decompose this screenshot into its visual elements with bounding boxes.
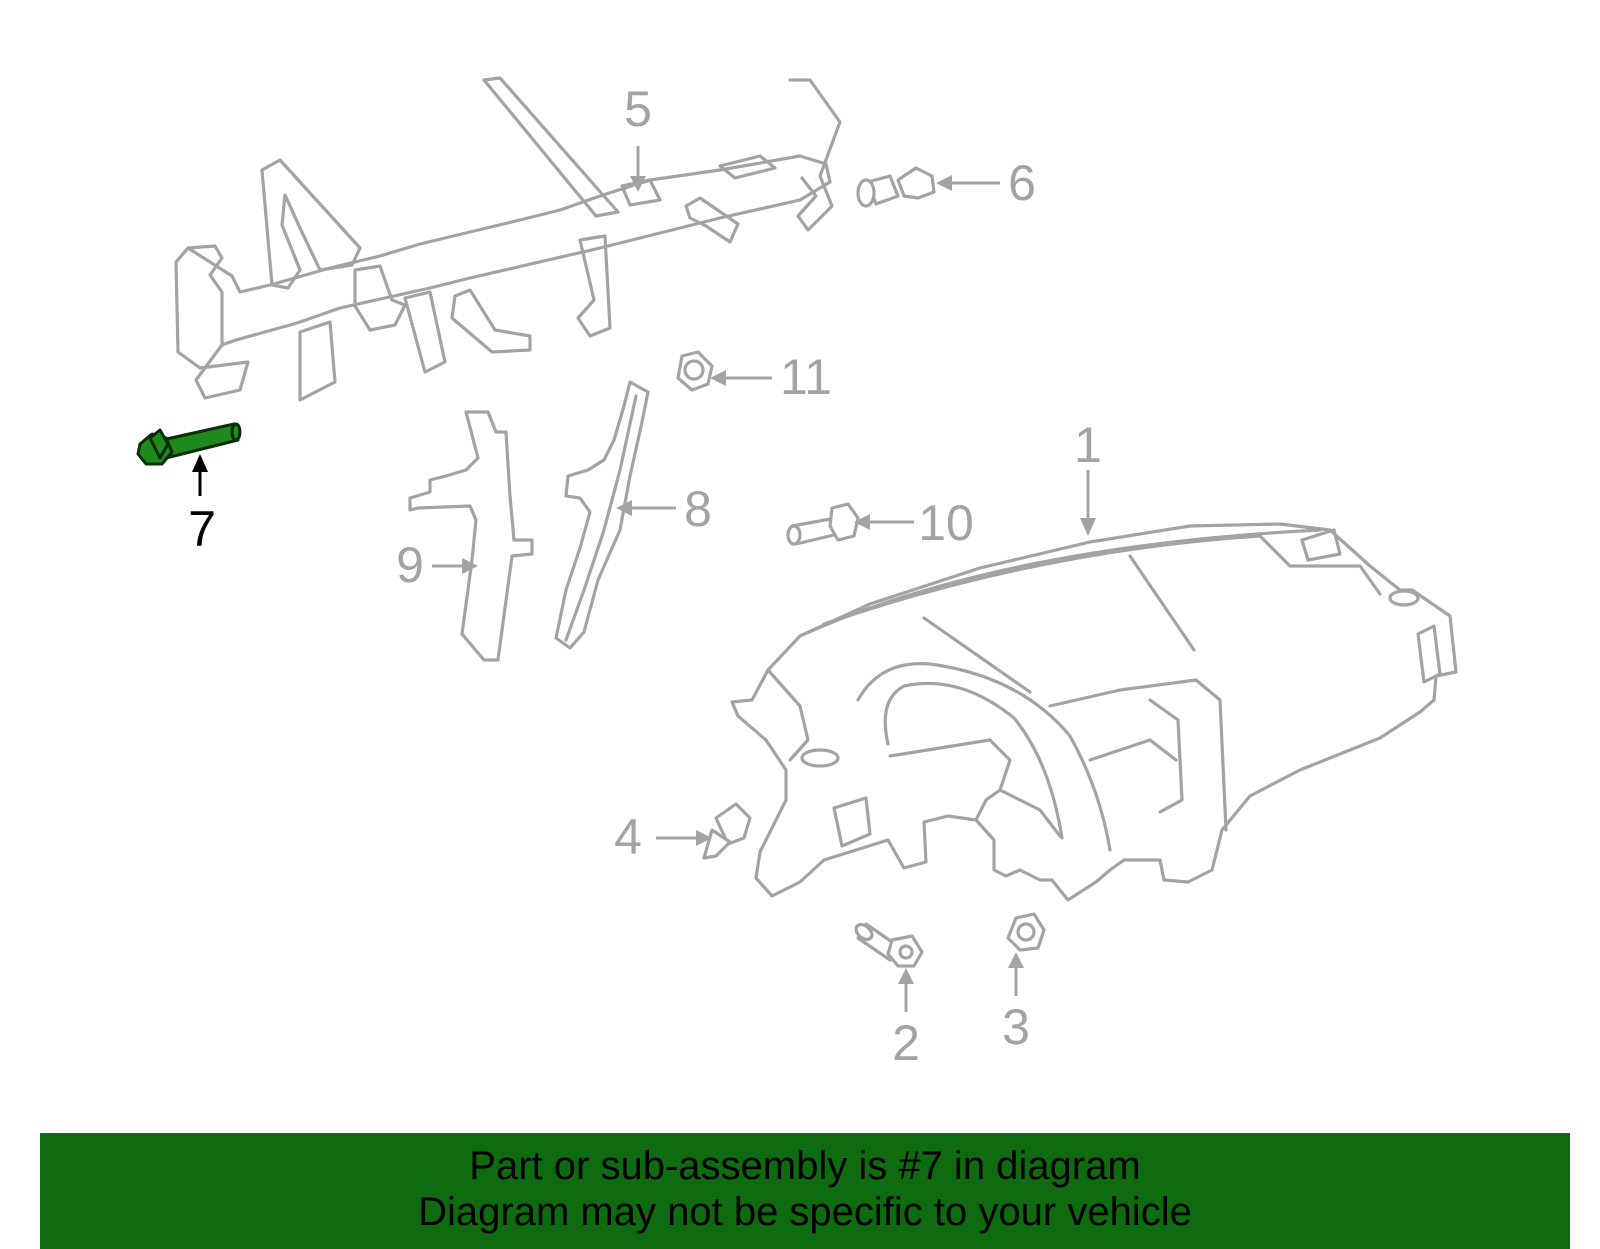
callout-10: 10 [918, 495, 974, 551]
callout-4: 4 [614, 809, 642, 865]
callout-2: 2 [892, 1015, 920, 1071]
part-7-bolt[interactable] [136, 422, 242, 466]
callout-arrows [192, 146, 1096, 1012]
callout-9: 9 [396, 537, 424, 593]
parts-diagram: 1 2 3 4 5 6 7 8 9 10 11 [136, 76, 1458, 1071]
part-4-clip[interactable] [702, 802, 752, 860]
callout-8: 8 [684, 481, 712, 537]
callout-6: 6 [1008, 155, 1036, 211]
part-9-bracket[interactable] [408, 410, 534, 662]
info-banner: Part or sub-assembly is #7 in diagram Di… [40, 1133, 1570, 1249]
part-6-bushing[interactable] [856, 166, 936, 208]
callout-11: 11 [780, 349, 832, 405]
callout-3: 3 [1002, 999, 1030, 1055]
part-10-bolt[interactable] [786, 502, 860, 546]
part-8-bracket[interactable] [554, 380, 650, 650]
part-1-instrument-panel[interactable] [730, 522, 1458, 902]
callout-labels: 1 2 3 4 5 6 7 8 9 10 11 [188, 81, 1102, 1071]
callout-7: 7 [188, 501, 216, 557]
banner-line-2: Diagram may not be specific to your vehi… [418, 1190, 1192, 1234]
part-3-nut[interactable] [1006, 912, 1046, 952]
part-2-bolt[interactable] [853, 922, 924, 968]
callout-1: 1 [1074, 417, 1102, 473]
part-11-nut[interactable] [676, 350, 714, 392]
callout-5: 5 [624, 81, 652, 137]
banner-line-1: Part or sub-assembly is #7 in diagram [469, 1144, 1141, 1188]
part-5-crossbeam[interactable] [174, 76, 842, 402]
